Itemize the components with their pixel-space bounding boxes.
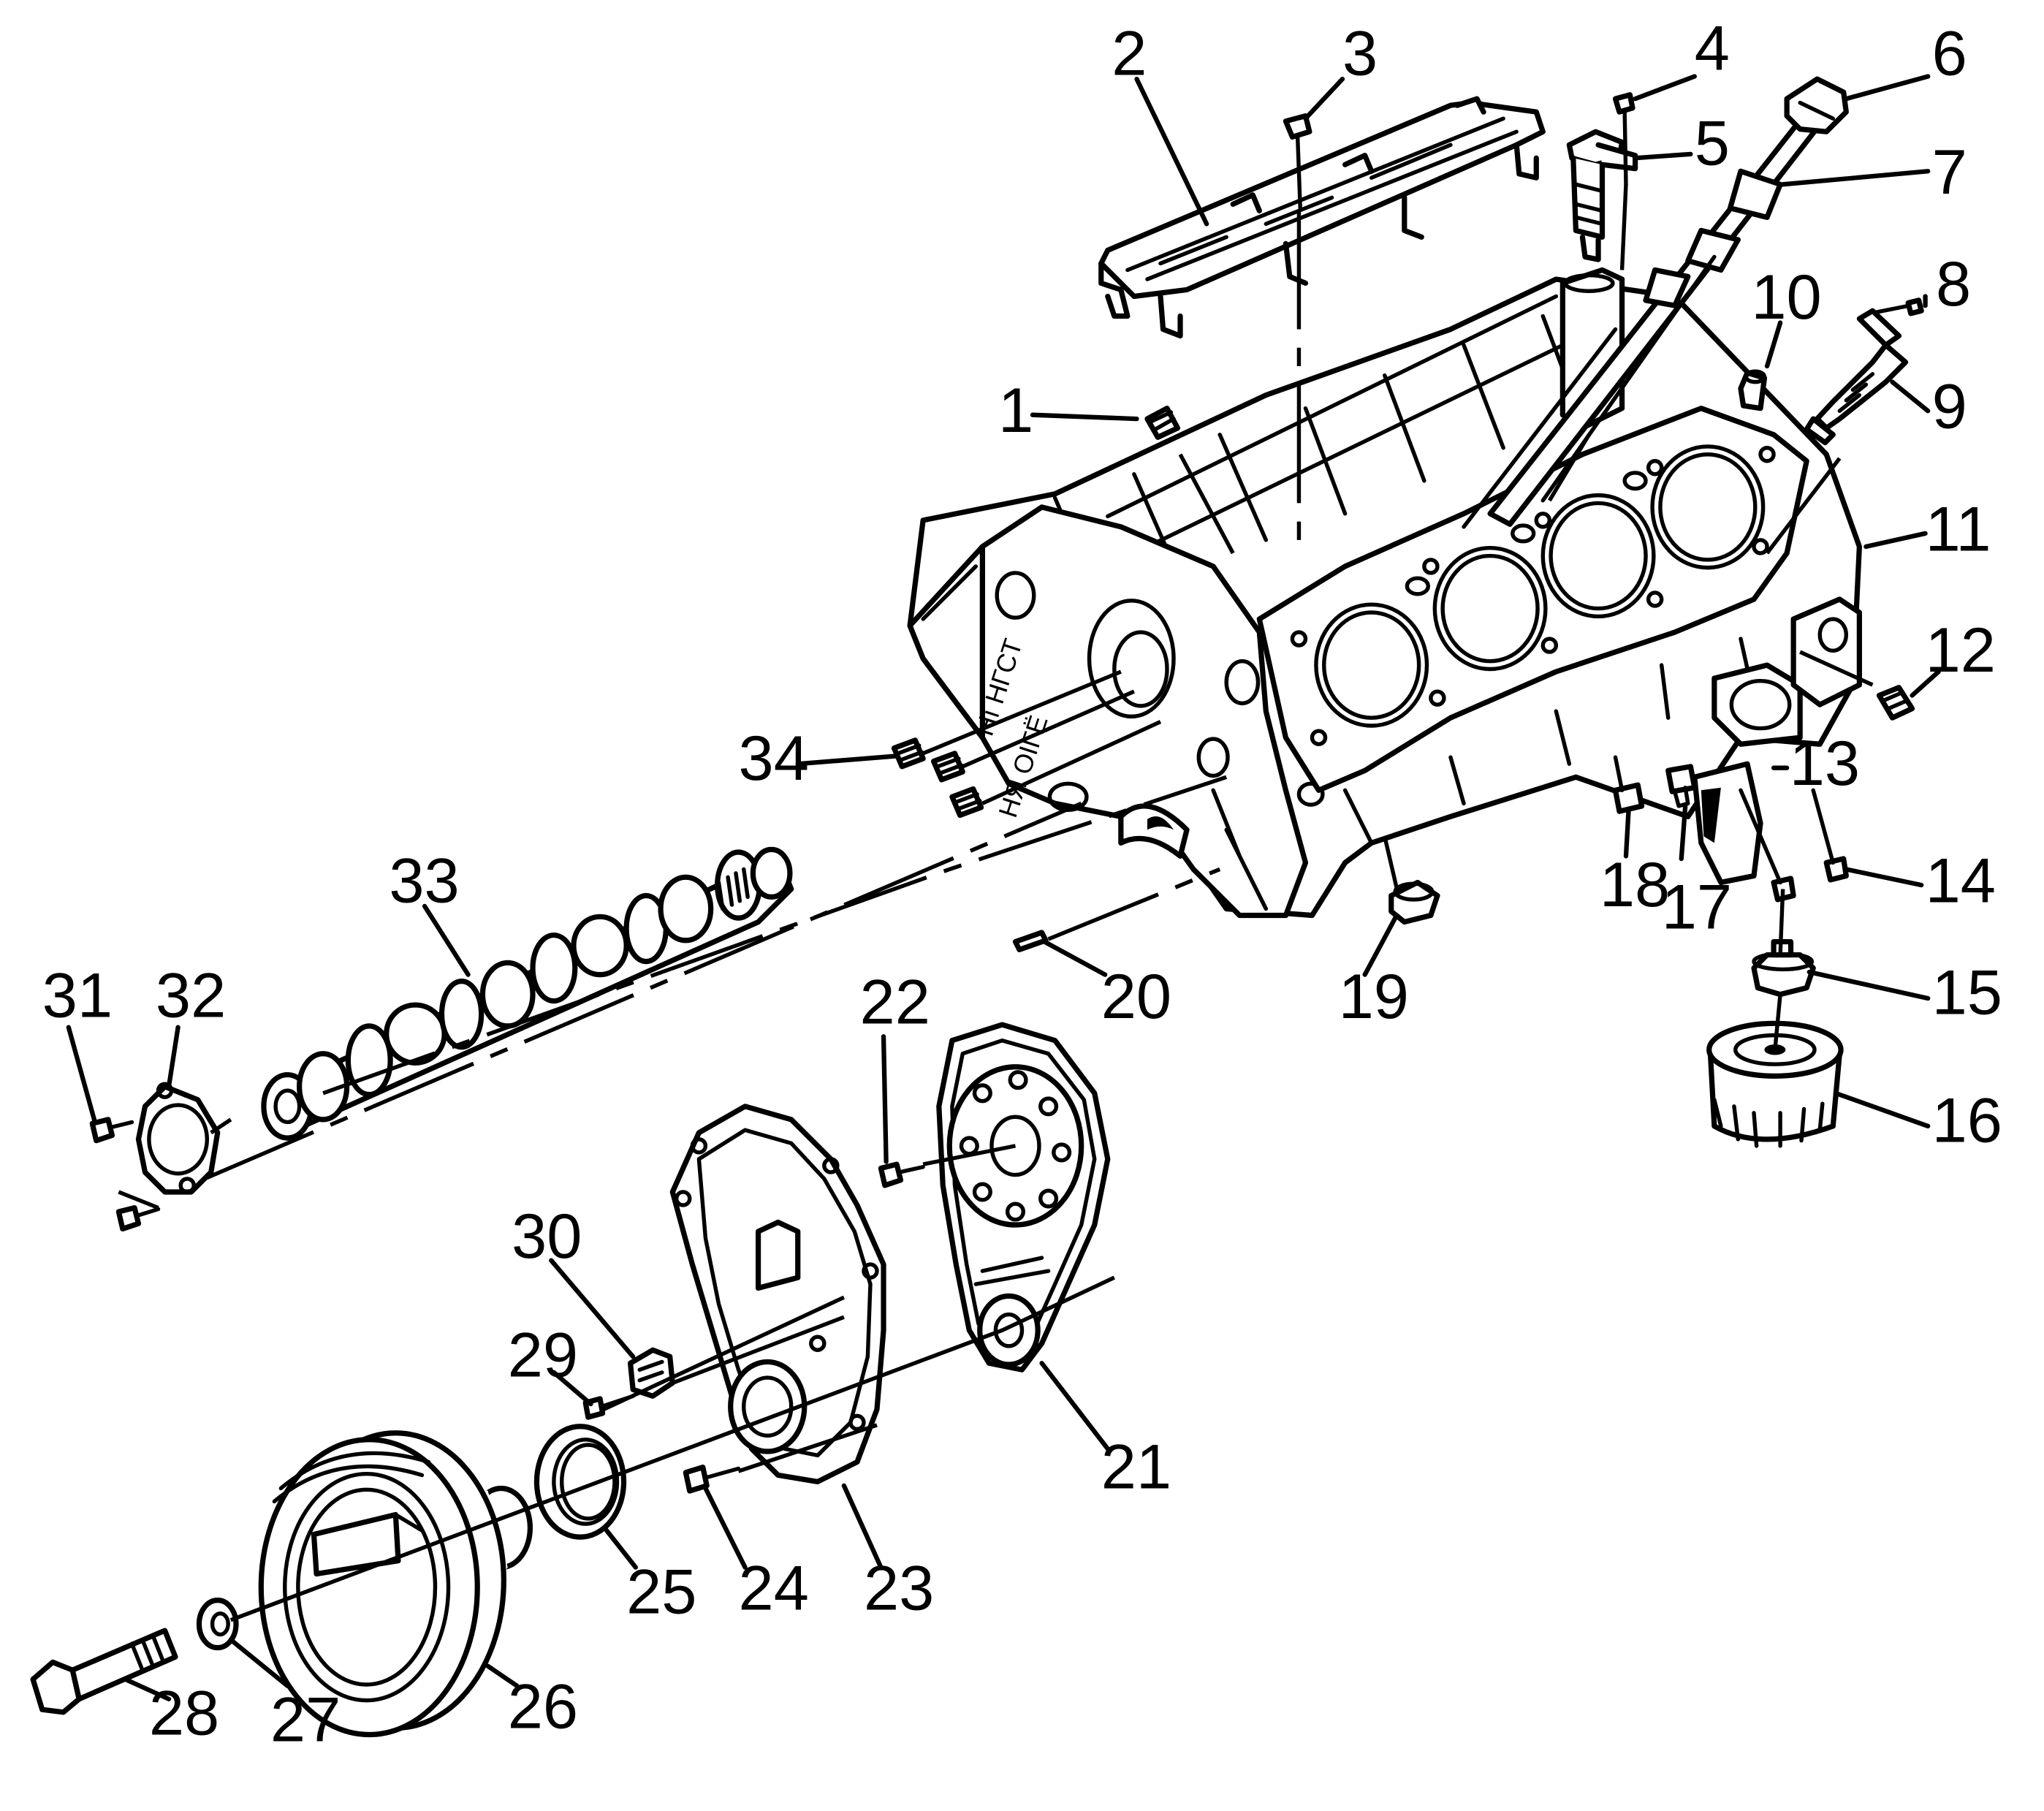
front-oil-seal [533, 1424, 627, 1540]
callout-21: 21 [1101, 1432, 1171, 1503]
callout-30: 30 [512, 1201, 582, 1272]
plugs-34 [891, 737, 984, 819]
callout-28: 28 [149, 1679, 219, 1749]
callout-18: 18 [1600, 850, 1670, 920]
callout-31: 31 [42, 960, 113, 1030]
callout-34: 34 [739, 724, 809, 794]
callout-24: 24 [739, 1553, 809, 1623]
timing-chain-and-sprockets [936, 1022, 1111, 1373]
callout-11: 11 [1926, 494, 1991, 564]
callout-15: 15 [1932, 958, 2002, 1028]
callout-3: 3 [1342, 19, 1378, 89]
bolt-22 [878, 1161, 925, 1188]
callout-14: 14 [1926, 846, 1996, 916]
callout-25: 25 [626, 1557, 696, 1628]
callout-26: 26 [508, 1672, 578, 1742]
callout-10: 10 [1751, 262, 1821, 333]
bolt-3 [1283, 113, 1312, 210]
plug-18 [1612, 755, 1645, 814]
oil-level-indicator-tube [1462, 76, 1849, 529]
bolt-31-lower [115, 1204, 161, 1232]
callout-6: 6 [1932, 19, 1967, 89]
callout-19: 19 [1339, 962, 1409, 1032]
bolt-31-upper [89, 1117, 134, 1144]
assembly-centerlines [118, 184, 1874, 1622]
bolt-13 [1739, 788, 1796, 903]
drain-plug-19 [1388, 879, 1440, 925]
camshaft [261, 846, 794, 1141]
bolt-4 [1612, 92, 1635, 187]
callout-33: 33 [389, 846, 459, 916]
bolt-24 [683, 1465, 741, 1494]
callout-27: 27 [270, 1685, 341, 1755]
callout-5: 5 [1695, 108, 1730, 178]
sensor-17 [1665, 764, 1698, 808]
engine-block [907, 267, 1862, 919]
callout-4: 4 [1695, 14, 1730, 84]
camshaft-retainer [135, 1082, 221, 1195]
bolt-8 [1868, 297, 1924, 316]
callout-17: 17 [1662, 873, 1732, 943]
callout-2: 2 [1112, 19, 1147, 89]
crankshaft-position-sensor [627, 1347, 675, 1399]
knock-sensor [1804, 308, 1909, 446]
oil-filter-adapter [1751, 938, 1816, 998]
dowel-pin [1012, 930, 1049, 952]
bolt-14 [1811, 788, 1849, 883]
crankshaft-balancer [258, 1429, 533, 1738]
callout-9: 9 [1932, 372, 1967, 442]
leader-lines [66, 74, 1941, 1701]
sensor-bracket [1566, 129, 1638, 262]
callout-29: 29 [508, 1320, 578, 1390]
plug-10 [1738, 369, 1768, 411]
plug-1 [1144, 406, 1181, 440]
callout-20: 20 [1101, 962, 1171, 1032]
front-cover [669, 1104, 886, 1485]
callout-22: 22 [860, 967, 930, 1037]
callout-16: 16 [1932, 1086, 2002, 1156]
balancer-bolt [30, 1628, 178, 1715]
callout-1: 1 [998, 376, 1033, 446]
callout-13: 13 [1790, 729, 1860, 799]
callout-12: 12 [1926, 615, 1996, 686]
washer [196, 1598, 239, 1651]
callouts: 1 2 3 4 5 6 7 8 9 10 11 12 13 14 15 16 1… [42, 14, 2002, 1755]
lifter-guide-retainer [1098, 96, 1546, 339]
plug-12 [1876, 685, 1915, 721]
callout-7: 7 [1932, 137, 1967, 208]
callout-8: 8 [1936, 249, 1971, 319]
callout-23: 23 [864, 1553, 934, 1623]
callout-32: 32 [156, 960, 226, 1030]
